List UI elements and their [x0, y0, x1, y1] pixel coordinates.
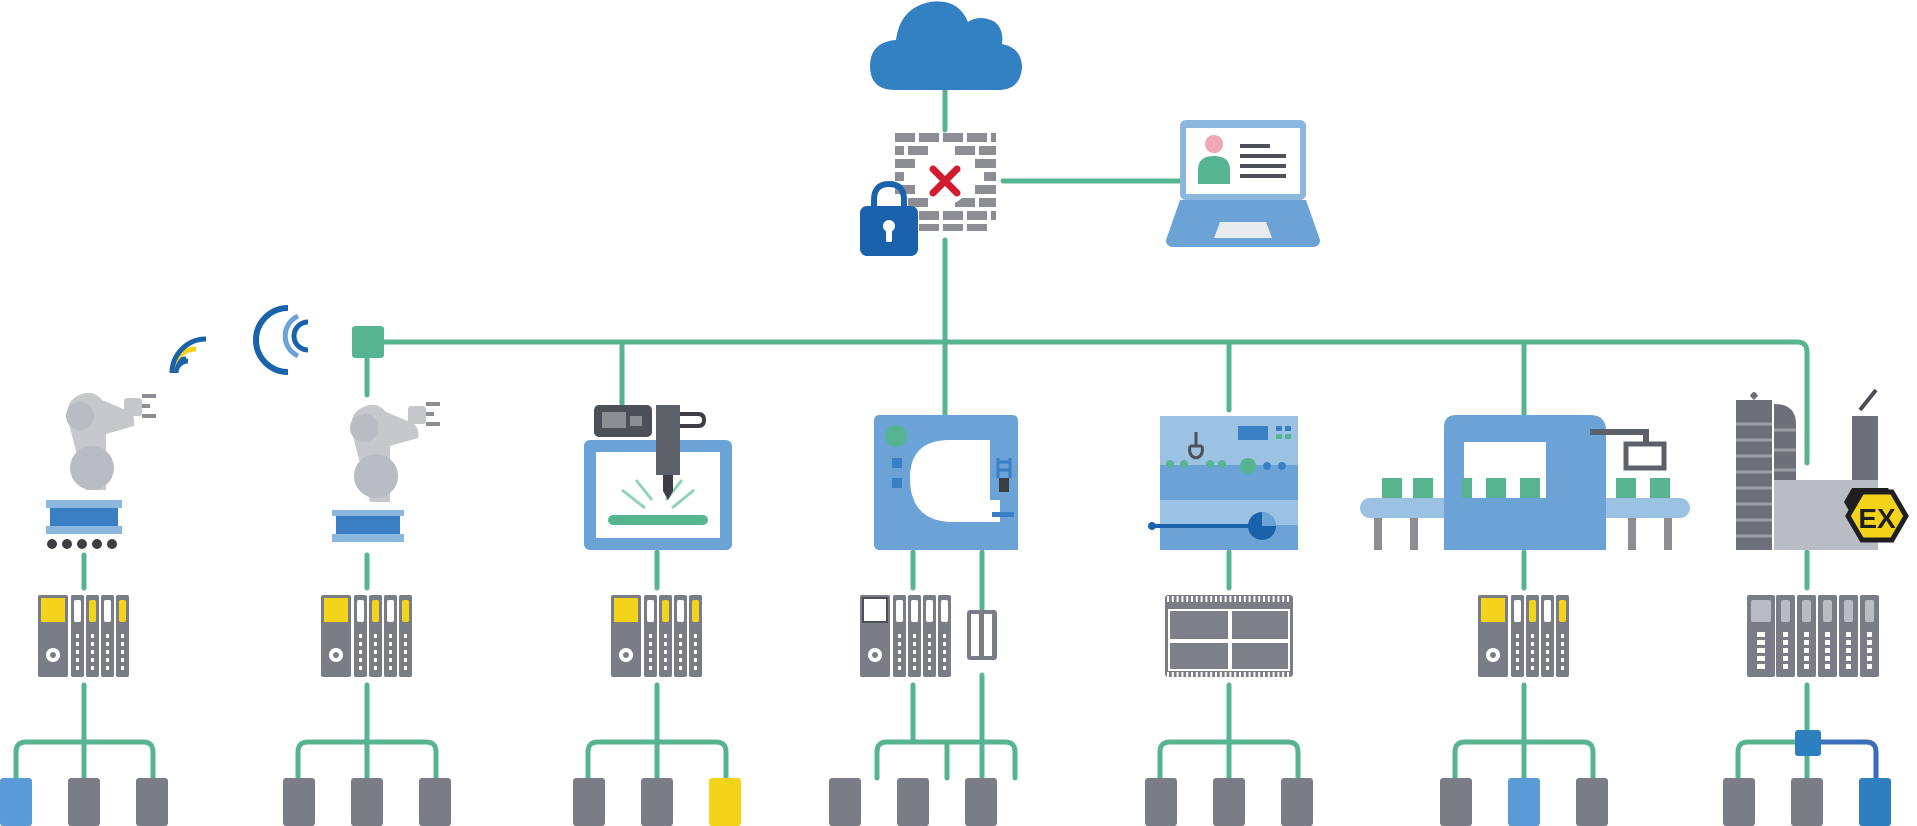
- sensor-block-icon: [897, 778, 929, 826]
- sensor-block-icon: [283, 778, 315, 826]
- junction-block-icon: [1795, 730, 1821, 756]
- firewall-icon: [895, 133, 996, 231]
- sensor-block-icon: [829, 778, 861, 826]
- wireless-signal-icon: [173, 358, 189, 374]
- robot-arm-icon: [332, 402, 440, 542]
- main-bus: [381, 339, 1810, 466]
- sensor-block-icon: [1281, 778, 1313, 826]
- ex-badge-label: EX: [1858, 503, 1896, 534]
- sensor-block-icon: [1576, 778, 1608, 826]
- sensor-block-icon: [419, 778, 451, 826]
- robot-arm-icon: [46, 392, 156, 549]
- network-switch-icon: [352, 326, 384, 358]
- ex-badge: EX: [1844, 488, 1909, 543]
- wireless-signal-icon: [253, 305, 309, 375]
- sewing-machine-icon: [874, 415, 1018, 550]
- lock-icon: [860, 180, 918, 256]
- sensor-block-icon: [573, 778, 605, 826]
- wireless-signal-icon: [169, 336, 207, 374]
- sensor-block-icon: [1213, 778, 1245, 826]
- io-module-icon: [611, 595, 702, 677]
- laptop-icon: [1166, 120, 1320, 247]
- io-module-small-icon: [967, 610, 997, 660]
- io-module-icon: [1165, 595, 1293, 677]
- sensor-block-icon: [641, 778, 673, 826]
- sensor-block-icon: [0, 778, 32, 826]
- ex-blue-link: [1820, 739, 1879, 778]
- cloud-icon: [870, 1, 1022, 90]
- sensor-block-icon: [965, 778, 997, 826]
- sensor-block-icon: [1508, 778, 1540, 826]
- sensors: [0, 778, 1891, 826]
- blocked-x-icon: [929, 165, 961, 197]
- io-module-icon: [1747, 595, 1879, 677]
- sensor-block-icon: [709, 778, 741, 826]
- io-modules: [38, 595, 1879, 677]
- control-cabinet-icon: [1148, 416, 1298, 550]
- sensor-block-icon: [1791, 778, 1823, 826]
- io-module-icon: [860, 595, 951, 677]
- chemical-plant-icon: [1736, 388, 1878, 550]
- sensor-block-icon: [351, 778, 383, 826]
- sensor-block-icon: [136, 778, 168, 826]
- sensor-block-icon: [1723, 778, 1755, 826]
- io-module-icon: [38, 595, 129, 677]
- sensor-block-icon: [68, 778, 100, 826]
- io-module-icon: [1478, 595, 1569, 677]
- network-lines: [13, 87, 1810, 781]
- conveyor-machine-icon: [1360, 415, 1690, 550]
- io-module-icon: [321, 595, 412, 677]
- sensor-block-icon: [1145, 778, 1177, 826]
- user-avatar-icon: [1205, 135, 1223, 153]
- 3d-printer-icon: [584, 405, 732, 550]
- sensor-block-icon: [1440, 778, 1472, 826]
- sensor-block-icon: [1859, 778, 1891, 826]
